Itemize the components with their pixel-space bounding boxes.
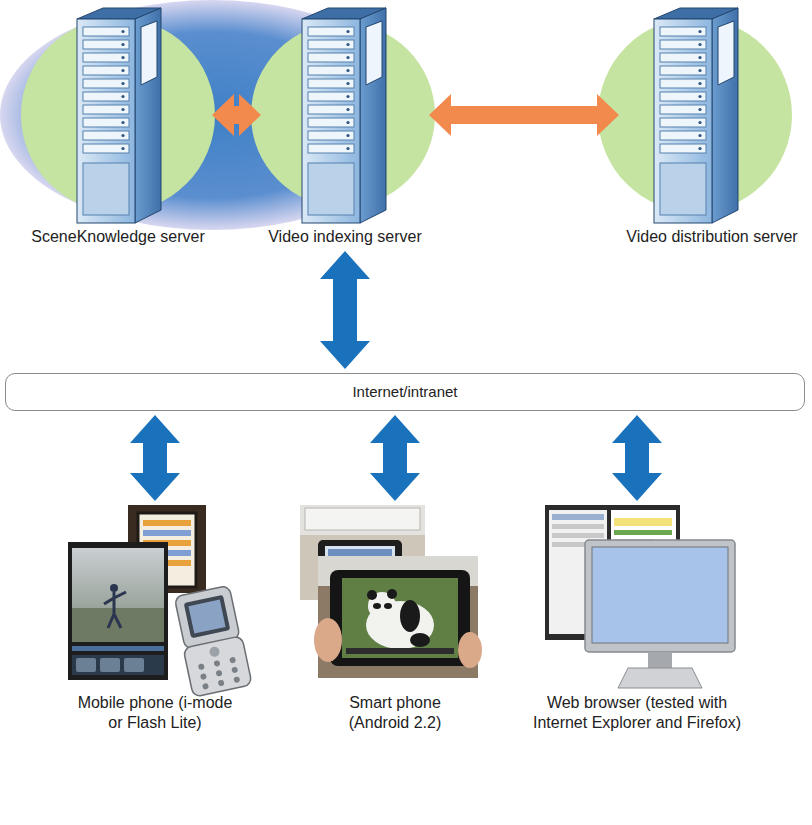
double-arrow [429,94,619,136]
art-rect [552,533,604,538]
node-label: Internet/intranet [352,382,457,402]
art-rect [300,505,425,535]
art-rect [552,514,604,520]
double-arrow [612,415,662,501]
network-band: Internet/intranet [5,373,805,411]
double-arrow [212,94,261,136]
device-node: Smart phone (Android 2.2) [325,505,465,733]
art-rect [76,658,96,672]
art-ellipse [400,600,420,632]
node-label: SceneKnowledge server [28,227,208,247]
art-rect [184,595,231,639]
art-ellipse [366,601,434,649]
art-path [618,668,702,688]
art-rect [124,658,144,672]
art-rect [614,530,672,535]
art-rect [328,549,392,556]
art-rect [346,648,454,654]
art-path [104,592,126,628]
art-rect [648,652,672,670]
art-rect [552,524,604,529]
art-rect [318,556,478,678]
art-rect [143,520,191,526]
server-group-halo [0,0,424,230]
node-label: Video indexing server [265,227,425,247]
art-circle [200,673,207,680]
node-label: Smart phone (Android 2.2) [325,693,465,733]
art-rect [72,646,164,651]
art-rect [305,508,420,530]
art-rect [330,570,470,666]
art-circle [209,646,221,658]
double-arrow [130,415,180,501]
art-ellipse [384,603,392,609]
art-circle [213,660,220,667]
art-ellipse [373,603,381,609]
art-circle [367,590,377,600]
art-rect [143,530,191,536]
device-node: Web browser (tested with Internet Explor… [522,505,752,733]
art-g [172,585,252,697]
art-rect [72,548,164,642]
node-label: Mobile phone (i-mode or Flash Lite) [70,693,240,733]
mobile-phone-illustration [68,505,252,697]
art-rect [585,540,735,652]
art-use [77,8,161,223]
art-ellipse [314,618,342,662]
art-rect [342,578,458,658]
art-circle [233,676,240,683]
art-circle [387,589,397,599]
server-node: Video indexing server [265,5,425,247]
art-rect [72,655,164,675]
art-rect [100,658,120,672]
art-ellipse [410,633,430,647]
art-circle [231,666,238,673]
art-rect [188,600,225,634]
server-node: SceneKnowledge server [28,5,208,247]
double-arrow [320,251,370,369]
smart-phone-illustration [300,505,482,678]
art-circle [229,657,236,664]
art-circle [110,584,118,592]
art-circle [198,663,205,670]
art-use [654,8,738,223]
art-rect [614,518,672,526]
art-ellipse [458,632,482,668]
device-node: Mobile phone (i-mode or Flash Lite) [70,505,240,733]
art-circle [218,679,225,686]
server-towers [77,8,738,223]
node-label: Video distribution server [623,227,801,247]
web-browser-illustration [545,505,735,688]
art-circle [202,683,209,690]
art-circle [216,670,223,677]
art-ellipse [0,0,424,230]
art-use [302,8,386,223]
server-node: Video distribution server [623,5,801,247]
node-label: Web browser (tested with Internet Explor… [522,693,752,733]
art-rect [68,542,168,680]
double-arrow [370,415,420,501]
art-rect [183,636,252,697]
art-rect [592,547,728,643]
